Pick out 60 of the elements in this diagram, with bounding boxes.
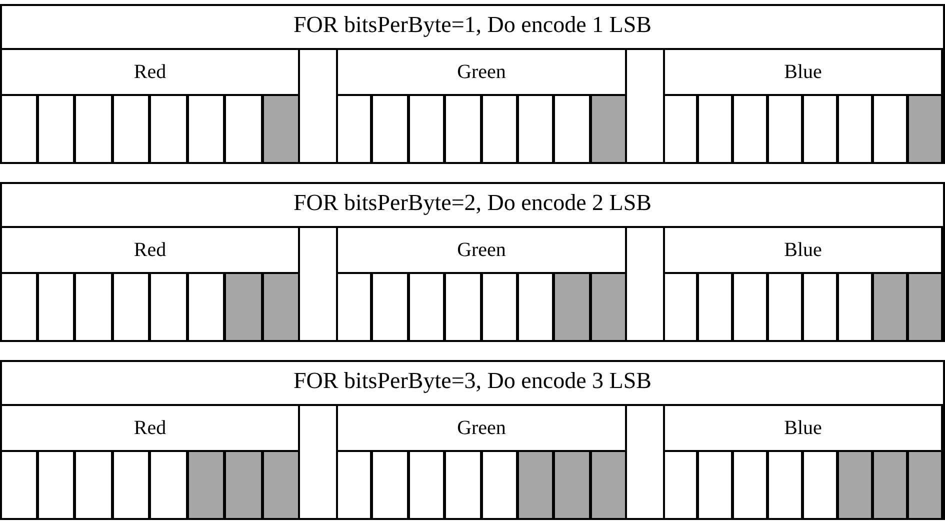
bit-cell: [767, 272, 803, 342]
bit-cell: [444, 272, 482, 342]
bit-cell: [767, 450, 803, 520]
lsb-bit-cell: [907, 94, 943, 164]
bit-cell: [371, 450, 409, 520]
bit-cell: [802, 94, 838, 164]
bit-cell: [149, 94, 188, 164]
bit-cell: [408, 94, 446, 164]
bit-cell: [149, 272, 188, 342]
bit-cell: [371, 272, 409, 342]
table-panel: [0, 4, 945, 164]
lsb-bit-cell: [262, 272, 300, 342]
bit-cell: [697, 94, 733, 164]
bit-cell: [802, 272, 838, 342]
bit-cell: [697, 450, 733, 520]
bit-cell: [732, 272, 768, 342]
bit-cell: [444, 94, 482, 164]
lsb-bit-cell: [907, 272, 943, 342]
bit-cell: [186, 94, 225, 164]
bit-cell: [697, 272, 733, 342]
lsb-bit-cell: [590, 94, 627, 164]
bit-cell: [732, 94, 768, 164]
bit-cell: [767, 94, 803, 164]
bit-cell: [516, 94, 554, 164]
bit-cell: [112, 450, 150, 520]
bit-cell: [74, 94, 112, 164]
bit-cell: [480, 94, 518, 164]
lsb-bit-cell: [224, 450, 262, 520]
bit-cell: [444, 450, 482, 520]
bit-cell: [837, 94, 873, 164]
lsb-bit-cell: [262, 450, 300, 520]
lsb-bit-cell: [516, 450, 554, 520]
bit-cell: [74, 272, 112, 342]
lsb-bit-cell: [553, 450, 591, 520]
table-panel: [0, 182, 945, 342]
table-title: FOR bitsPerByte=2, Do encode 2 LSB: [294, 190, 652, 216]
lsb-bit-cell: [224, 272, 262, 342]
lsb-bit-cell: [907, 450, 943, 520]
bit-cell: [408, 450, 446, 520]
table-panel: [0, 360, 945, 520]
bit-cell: [112, 94, 150, 164]
bit-cell: [36, 450, 75, 520]
bit-cell: [732, 450, 768, 520]
lsb-bit-cell: [872, 450, 908, 520]
bit-cell: [371, 94, 409, 164]
bit-cell: [36, 94, 75, 164]
table-title: FOR bitsPerByte=3, Do encode 3 LSB: [294, 368, 652, 394]
lsb-bit-cell: [186, 450, 225, 520]
bit-cell: [36, 272, 75, 342]
lsb-bit-cell: [837, 450, 873, 520]
bit-cell: [408, 272, 446, 342]
lsb-bit-cell: [872, 272, 908, 342]
lsb-bit-cell: [553, 272, 591, 342]
lsb-bit-cell: [262, 94, 300, 164]
bit-cell: [112, 272, 150, 342]
bit-cell: [480, 272, 518, 342]
lsb-bit-cell: [590, 450, 627, 520]
bit-cell: [74, 450, 112, 520]
table-title: FOR bitsPerByte=1, Do encode 1 LSB: [294, 12, 652, 38]
lsb-bit-cell: [590, 272, 627, 342]
